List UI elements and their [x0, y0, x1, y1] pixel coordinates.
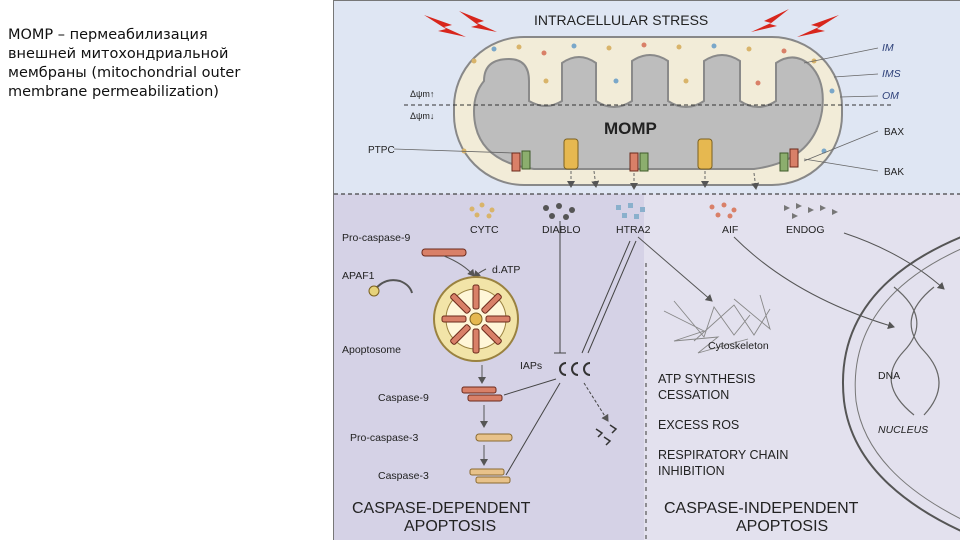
excess-ros-label: EXCESS ROS — [658, 418, 739, 432]
pro-caspase-3-shape — [475, 433, 513, 442]
lightning-icon — [797, 15, 839, 37]
pro-caspase-9-shape — [421, 248, 467, 257]
apaf1-label: APAF1 — [342, 270, 375, 282]
ptpc-channels — [563, 138, 713, 170]
nuclear-envelope — [842, 236, 960, 532]
cytc-label: CYTC — [470, 224, 499, 236]
caption-line: MOMP – пермеабилизация — [8, 27, 208, 43]
pro-caspase-9-label: Pro-caspase-9 — [342, 232, 410, 244]
mitochondrion-inner-membrane — [472, 54, 824, 170]
lightning-icon — [424, 15, 466, 37]
apaf1-head-shape — [368, 285, 380, 297]
ptpc-label: PTPC — [368, 145, 395, 156]
delta-psi-low-label: Δψm↓ — [410, 111, 434, 121]
atp-cessation-line1: ATP SYNTHESIS — [658, 372, 755, 386]
pro-caspase-3-label: Pro-caspase-3 — [350, 432, 418, 444]
slide-caption: MOMP – пермеабилизация внешней митохондр… — [8, 26, 248, 102]
lightning-icon — [459, 11, 497, 32]
dna-label: DNA — [878, 370, 900, 382]
caspase-independent-tint — [644, 194, 960, 540]
dependent-title-line2: APOPTOSIS — [404, 518, 496, 535]
iaps-shapes — [559, 362, 591, 376]
lightning-icons — [424, 9, 839, 37]
diablo-label: DIABLO — [542, 224, 581, 236]
momp-figure: INTRACELLULAR STRESS MOMP Δψm↑ Δψm↓ IM I… — [333, 0, 960, 540]
om-label: OM — [882, 90, 899, 102]
cytoskeleton-label: Cytoskeleton — [708, 340, 769, 352]
nuclear-envelope-inner — [854, 248, 960, 520]
dna-helix — [890, 286, 940, 416]
cytoskeleton-shape — [663, 294, 771, 354]
diablo-particles — [543, 203, 575, 220]
bak-label: BAK — [884, 167, 904, 178]
ims-particles — [461, 42, 835, 154]
im-label: IM — [882, 42, 894, 54]
caption-line: внешней митохондриальной — [8, 46, 229, 62]
apaf1-shape — [373, 279, 413, 294]
degraded-iaps — [595, 424, 618, 446]
cytc-particles — [469, 202, 495, 219]
caspase-3-label: Caspase-3 — [378, 470, 429, 482]
apoptosome-label: Apoptosome — [342, 344, 401, 356]
atp-cessation-line2: CESSATION — [658, 388, 729, 402]
delta-psi-high-label: Δψm↑ — [410, 89, 434, 99]
aif-particles — [709, 202, 737, 219]
caspase-9-shape — [461, 386, 503, 402]
respiratory-inhibition-line1: RESPIRATORY CHAIN — [658, 448, 788, 462]
respiratory-inhibition-line2: INHIBITION — [658, 464, 725, 478]
momp-label: MOMP — [604, 119, 657, 138]
caspase-9-label: Caspase-9 — [378, 392, 429, 404]
aif-label: AIF — [722, 224, 738, 236]
caspase-3-shape — [469, 468, 511, 484]
apoptosome-wheel — [433, 276, 519, 362]
endog-particles — [784, 203, 838, 219]
bax-bak-pores — [511, 148, 799, 172]
independent-title-line2: APOPTOSIS — [736, 518, 828, 535]
htra2-label: HTRA2 — [616, 224, 651, 236]
datp-label: d.ATP — [492, 264, 520, 276]
endog-label: ENDOG — [786, 224, 825, 236]
momp-diagram: INTRACELLULAR STRESS MOMP Δψm↑ Δψm↓ IM I… — [334, 1, 960, 540]
nucleus-label: NUCLEUS — [878, 424, 928, 436]
dependent-title-line1: CASPASE-DEPENDENT — [352, 500, 531, 517]
htra2-particles — [616, 203, 645, 219]
iaps-label: IAPs — [520, 360, 542, 372]
ims-label: IMS — [882, 68, 901, 80]
caption-line: membrane permeabilization) — [8, 84, 219, 100]
caption-line: мембраны (mitochondrial outer — [8, 65, 241, 81]
bax-label: BAX — [884, 127, 904, 138]
independent-title-line1: CASPASE-INDEPENDENT — [664, 500, 859, 517]
lightning-icon — [751, 9, 789, 32]
caspase-dependent-background — [334, 194, 644, 540]
stress-title: INTRACELLULAR STRESS — [534, 12, 708, 28]
